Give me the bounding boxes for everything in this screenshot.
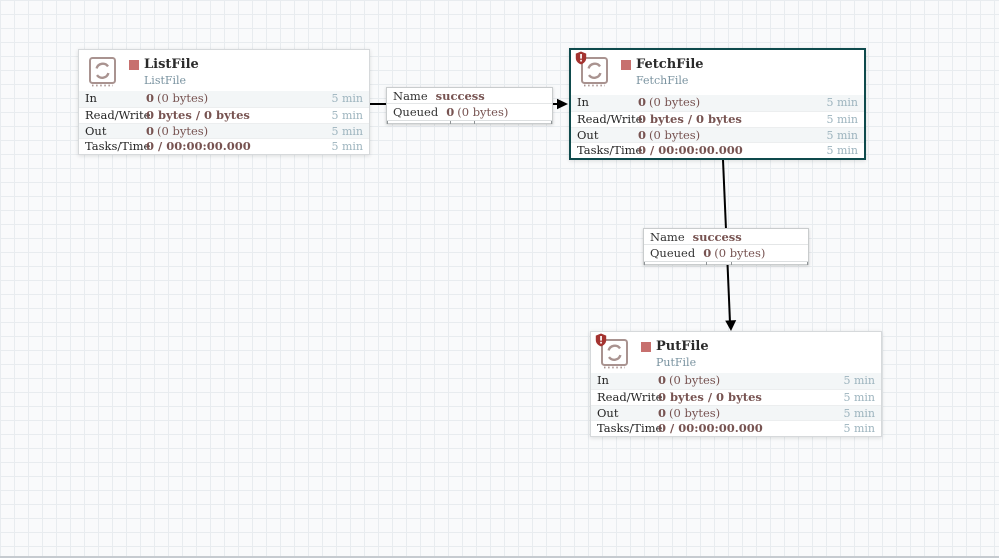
connection-name-row: Name success bbox=[387, 88, 552, 104]
stat-label: Tasks/Time bbox=[85, 139, 151, 154]
stat-label: Read/Write bbox=[597, 389, 663, 404]
stat-value: 0 / 00:00:00.000 bbox=[638, 143, 743, 158]
stat-row-readwrite: Read/Write 0 bytes / 0 bytes 5 min bbox=[571, 110, 864, 127]
stat-label: Read/Write bbox=[577, 111, 643, 126]
processor-putfile[interactable]: PutFile PutFile In 0(0 bytes) 5 min Read… bbox=[590, 331, 882, 437]
stat-window: 5 min bbox=[826, 144, 858, 158]
stat-value-detail: (0 bytes) bbox=[157, 123, 209, 138]
stat-row-tasks: Tasks/Time 0 / 00:00:00.000 5 min bbox=[571, 142, 864, 158]
processor-stats: In 0(0 bytes) 5 min Read/Write 0 bytes /… bbox=[571, 95, 864, 158]
stat-value: 0 bytes / 0 bytes bbox=[638, 111, 742, 126]
connection-queue-indicator bbox=[387, 120, 552, 124]
stat-value-detail: (0 bytes) bbox=[669, 373, 721, 387]
stat-label: Tasks/Time bbox=[597, 421, 663, 436]
stat-label: Read/Write bbox=[85, 107, 151, 122]
connection-arrowhead-icon bbox=[725, 320, 737, 331]
stat-window: 5 min bbox=[843, 374, 875, 387]
stat-window: 5 min bbox=[826, 96, 858, 109]
connection-queued-detail: (0 bytes) bbox=[457, 105, 509, 119]
stat-value: 0 bbox=[146, 91, 155, 105]
processor-type-label: ListFile bbox=[144, 74, 187, 87]
processor-stats: In 0(0 bytes) 5 min Read/Write 0 bytes /… bbox=[79, 91, 369, 154]
connection-queued-detail: (0 bytes) bbox=[714, 246, 766, 260]
processor-type-icon bbox=[595, 333, 632, 371]
connection-queue-indicator bbox=[644, 261, 808, 265]
processor-header: PutFile PutFile bbox=[591, 332, 881, 375]
connection-name-key: Name bbox=[393, 89, 428, 103]
stat-window: 5 min bbox=[826, 128, 858, 142]
processor-name: FetchFile bbox=[636, 57, 704, 72]
processor-name: ListFile bbox=[144, 57, 199, 72]
stat-label: Tasks/Time bbox=[577, 143, 643, 158]
stat-window: 5 min bbox=[843, 390, 875, 404]
stat-row-out: Out 0(0 bytes) 5 min bbox=[571, 126, 864, 143]
stat-window: 5 min bbox=[331, 124, 363, 138]
connection-label-fetchfile-putfile[interactable]: Name success Queued 0(0 bytes) bbox=[643, 228, 809, 265]
stat-window: 5 min bbox=[331, 108, 363, 122]
connection-arrowhead-icon bbox=[557, 98, 568, 110]
processor-type-label: PutFile bbox=[656, 356, 697, 369]
stat-row-out: Out 0(0 bytes) 5 min bbox=[79, 122, 369, 139]
stat-label: Out bbox=[597, 405, 619, 420]
stat-value-detail: (0 bytes) bbox=[649, 127, 701, 142]
stat-row-in: In 0(0 bytes) 5 min bbox=[79, 91, 369, 107]
stat-value: 0 / 00:00:00.000 bbox=[658, 421, 763, 436]
stat-value-detail: (0 bytes) bbox=[157, 91, 209, 105]
stat-row-in: In 0(0 bytes) 5 min bbox=[591, 373, 881, 389]
processor-header: ListFile ListFile bbox=[79, 50, 369, 93]
stat-window: 5 min bbox=[331, 92, 363, 105]
stat-value-detail: (0 bytes) bbox=[649, 95, 701, 109]
stopped-status-icon bbox=[129, 59, 139, 70]
stat-row-tasks: Tasks/Time 0 / 00:00:00.000 5 min bbox=[79, 138, 369, 154]
stat-row-out: Out 0(0 bytes) 5 min bbox=[591, 404, 881, 421]
connection-name-key: Name bbox=[650, 230, 685, 244]
connection-queued-value: 0 bbox=[446, 105, 455, 119]
stat-value: 0 bbox=[638, 95, 647, 109]
stat-row-tasks: Tasks/Time 0 / 00:00:00.000 5 min bbox=[591, 420, 881, 436]
stat-row-readwrite: Read/Write 0 bytes / 0 bytes 5 min bbox=[79, 106, 369, 123]
stat-row-readwrite: Read/Write 0 bytes / 0 bytes 5 min bbox=[591, 388, 881, 405]
stat-window: 5 min bbox=[331, 140, 363, 154]
stat-window: 5 min bbox=[843, 422, 875, 436]
stat-value: 0 bytes / 0 bytes bbox=[146, 107, 250, 122]
stat-label: Out bbox=[577, 127, 599, 142]
stat-value: 0 bbox=[146, 123, 155, 138]
connection-queued-key: Queued bbox=[650, 246, 696, 260]
stat-label: In bbox=[597, 373, 609, 387]
stat-value: 0 bbox=[638, 127, 647, 142]
stat-value: 0 bbox=[658, 405, 667, 420]
processor-stats: In 0(0 bytes) 5 min Read/Write 0 bytes /… bbox=[591, 373, 881, 436]
stat-label: In bbox=[577, 95, 589, 109]
processor-type-icon bbox=[575, 51, 612, 89]
restricted-icon bbox=[595, 333, 607, 347]
connection-name-row: Name success bbox=[644, 229, 808, 245]
stat-value: 0 bytes / 0 bytes bbox=[658, 389, 762, 404]
stat-label: Out bbox=[85, 123, 107, 138]
processor-listfile[interactable]: ListFile ListFile In 0(0 bytes) 5 min Re… bbox=[78, 49, 370, 155]
stopped-status-icon bbox=[621, 59, 631, 70]
stat-value: 0 / 00:00:00.000 bbox=[146, 139, 251, 154]
processor-fetchfile[interactable]: FetchFile FetchFile In 0(0 bytes) 5 min … bbox=[569, 48, 866, 160]
processor-type-icon bbox=[86, 55, 120, 89]
processor-type-label: FetchFile bbox=[636, 74, 689, 87]
stat-value-detail: (0 bytes) bbox=[669, 405, 721, 420]
connection-queued-row: Queued 0(0 bytes) bbox=[387, 104, 552, 120]
connection-queued-row: Queued 0(0 bytes) bbox=[644, 245, 808, 261]
processor-name: PutFile bbox=[656, 339, 709, 354]
stat-label: In bbox=[85, 91, 97, 105]
processor-header: FetchFile FetchFile bbox=[571, 50, 864, 93]
canvas-bottom-edge bbox=[0, 556, 999, 558]
restricted-icon bbox=[575, 51, 587, 65]
stopped-status-icon bbox=[641, 341, 651, 352]
connection-name-value: success bbox=[692, 230, 742, 244]
connection-label-listfile-fetchfile[interactable]: Name success Queued 0(0 bytes) bbox=[386, 87, 553, 124]
stat-row-in: In 0(0 bytes) 5 min bbox=[571, 95, 864, 111]
stat-value: 0 bbox=[658, 373, 667, 387]
connection-queued-value: 0 bbox=[703, 246, 712, 260]
stat-window: 5 min bbox=[826, 112, 858, 126]
stat-window: 5 min bbox=[843, 406, 875, 420]
connection-name-value: success bbox=[435, 89, 485, 103]
connection-queued-key: Queued bbox=[393, 105, 439, 119]
